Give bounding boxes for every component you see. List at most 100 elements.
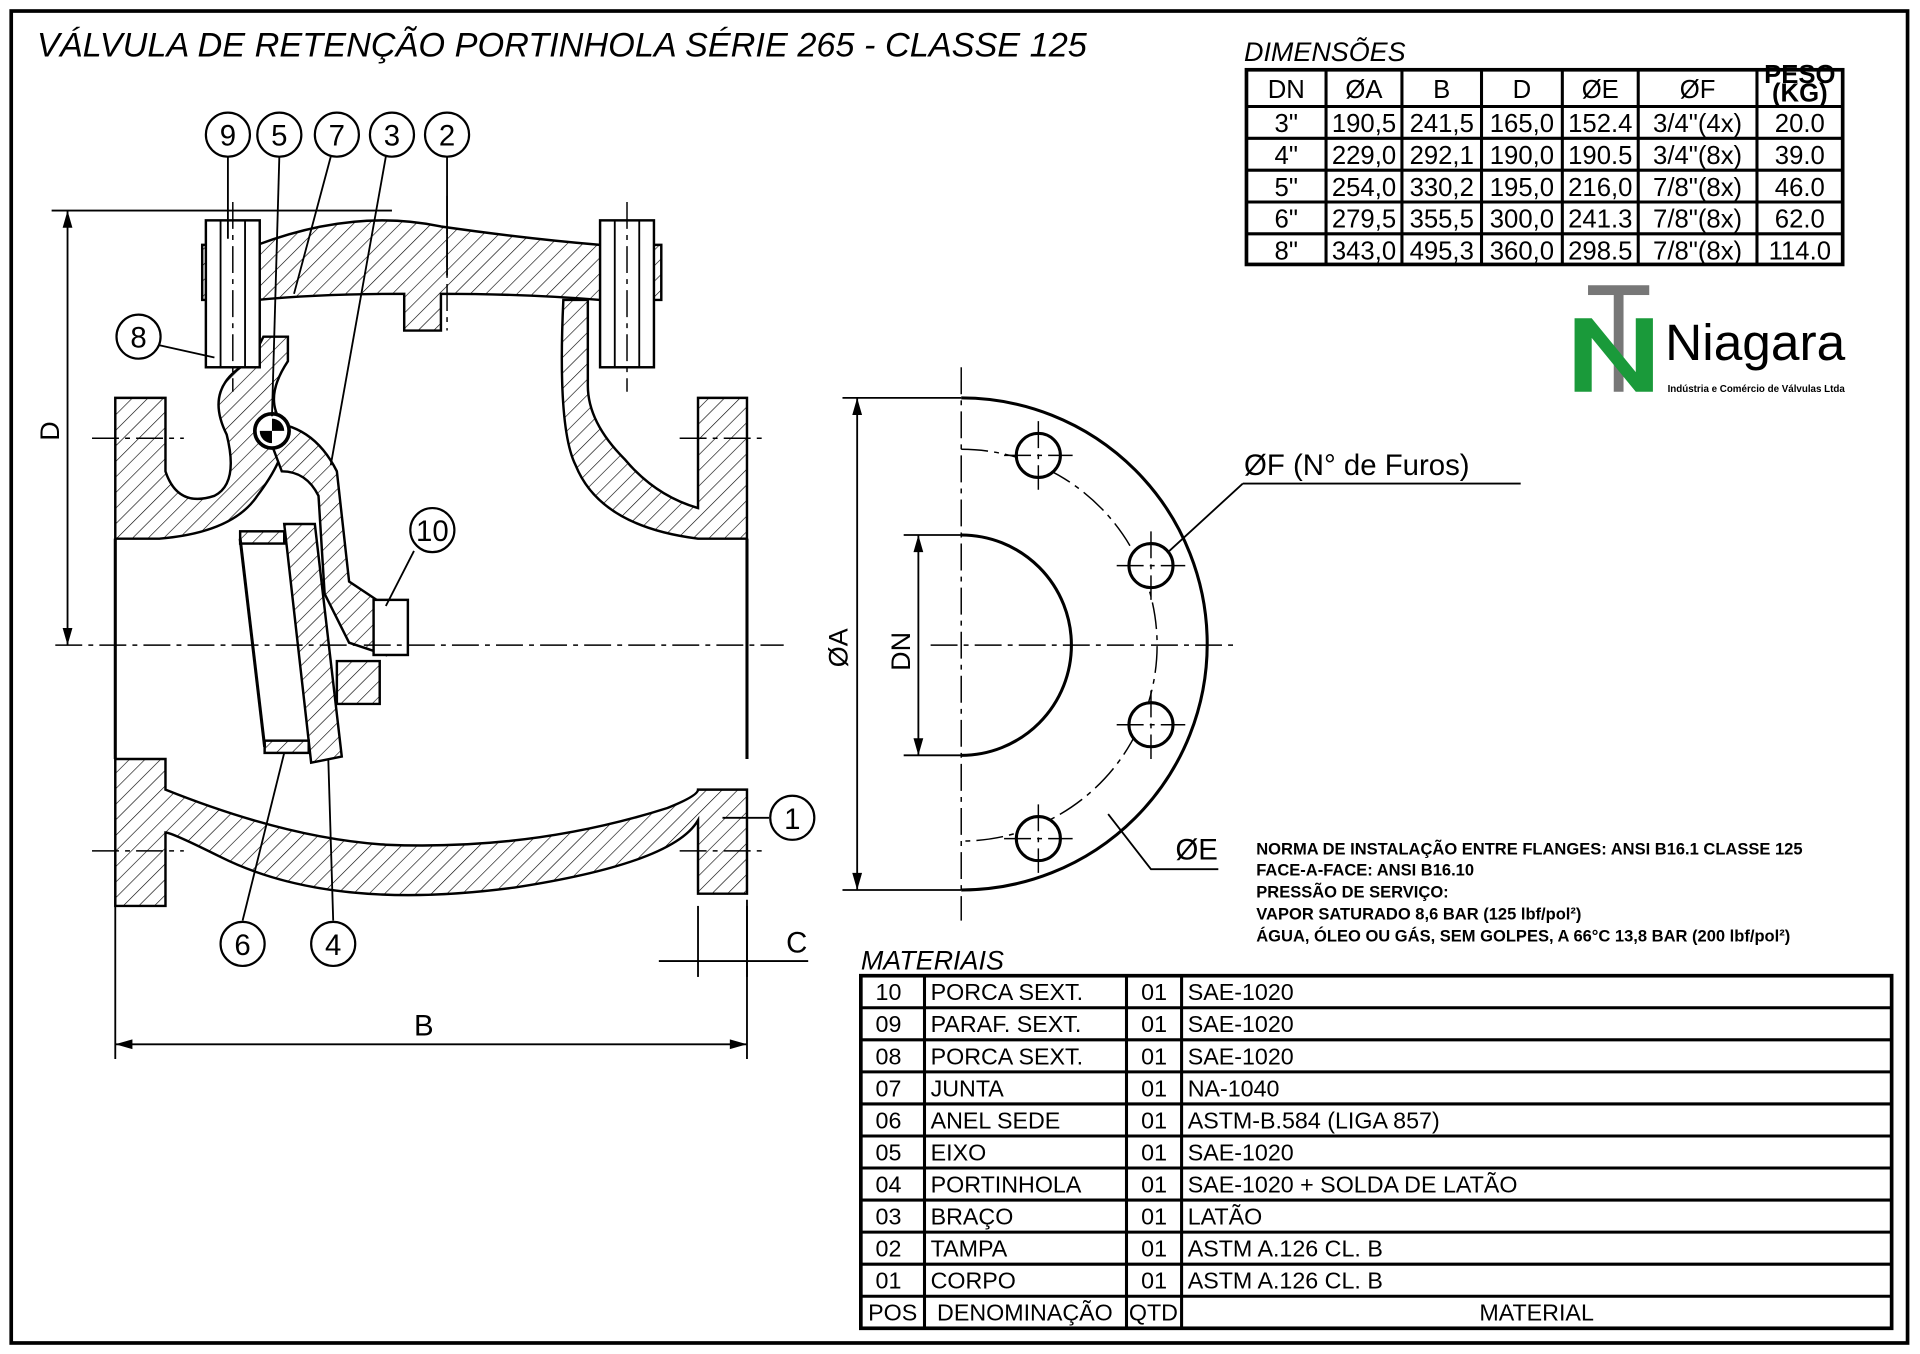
dim-header-cell: D — [1513, 76, 1532, 104]
part-number: 5 — [271, 120, 287, 153]
dim-cell: 254,0 — [1332, 174, 1396, 202]
part-balloon — [368, 111, 416, 158]
dim-cell: 7/8"(8x) — [1653, 174, 1742, 202]
dim-cell: 279,5 — [1332, 206, 1396, 234]
dim-cell: 39.0 — [1775, 142, 1825, 170]
material-spec: ASTM A.126 CL. B — [1188, 1236, 1383, 1262]
niagara-logo: Niagara Indústria e Comércio de Válvulas… — [1574, 285, 1846, 395]
dim-header-cell: ØE — [1582, 76, 1619, 104]
dim-cell: 62.0 — [1775, 206, 1825, 234]
material-pos: 07 — [876, 1075, 902, 1101]
dim-label-dn: DN — [886, 632, 916, 671]
dim-header-cell: ØA — [1345, 76, 1383, 104]
dim-cell: 298.5 — [1568, 238, 1632, 266]
part-balloon — [204, 111, 252, 158]
dim-cell: 495,3 — [1410, 238, 1474, 266]
material-qty: 01 — [1141, 1236, 1167, 1262]
dim-cell: 7/8"(8x) — [1653, 206, 1742, 234]
part-balloon — [115, 313, 162, 360]
materials-footer-cell: MATERIAL — [1479, 1300, 1594, 1326]
flange-view: ØA DN ØF (N° de Furos) ØE — [823, 367, 1521, 921]
material-name: CORPO — [931, 1268, 1016, 1294]
dim-cell: 241.3 — [1568, 206, 1632, 234]
installation-notes: NORMA DE INSTALAÇÃO ENTRE FLANGES: ANSI … — [1256, 839, 1802, 946]
dim-cell: 4" — [1275, 142, 1298, 170]
material-spec: SAE-1020 — [1188, 1043, 1294, 1069]
material-spec: SAE-1020 — [1188, 1011, 1294, 1037]
part-number: 10 — [416, 515, 449, 548]
material-spec: ASTM-B.584 (LIGA 857) — [1188, 1107, 1440, 1133]
dim-label-d: D — [35, 421, 65, 440]
material-spec: SAE-1020 — [1188, 1139, 1294, 1165]
part-balloon — [409, 506, 456, 554]
part-number: 3 — [384, 120, 400, 153]
dim-header-cell: B — [1433, 76, 1450, 104]
dim-cell: 5" — [1275, 174, 1298, 202]
material-qty: 01 — [1141, 1172, 1167, 1198]
material-name: PARAF. SEXT. — [931, 1011, 1082, 1037]
drawing-title: VÁLVULA DE RETENÇÃO PORTINHOLA SÉRIE 265… — [37, 25, 1088, 64]
material-spec: LATÃO — [1188, 1204, 1263, 1230]
material-qty: 01 — [1141, 1107, 1167, 1133]
part-balloon — [769, 794, 816, 841]
note-line: NORMA DE INSTALAÇÃO ENTRE FLANGES: ANSI … — [1256, 839, 1802, 859]
material-pos: 04 — [876, 1172, 902, 1198]
dim-header-cell: ØF — [1680, 76, 1716, 104]
part-number: 7 — [329, 120, 345, 153]
dim-label-b: B — [414, 1010, 434, 1043]
part-number: 8 — [130, 322, 146, 355]
sheet-border — [9, 9, 1910, 1345]
material-name: TAMPA — [931, 1236, 1008, 1262]
dim-label-c: C — [786, 926, 807, 959]
dim-label-e: ØE — [1175, 833, 1217, 866]
materials-footer-cell: QTD — [1129, 1300, 1178, 1326]
material-name: PORCA SEXT. — [931, 979, 1083, 1005]
material-name: PORCA SEXT. — [931, 1043, 1083, 1069]
dim-cell: 3/4"(8x) — [1653, 142, 1742, 170]
material-pos: 02 — [876, 1236, 902, 1262]
dim-cell: 190.5 — [1568, 142, 1632, 170]
part-number: 6 — [234, 929, 250, 962]
note-line: FACE-A-FACE: ANSI B16.10 — [1256, 860, 1474, 879]
part-number: 1 — [784, 803, 800, 836]
part-balloon — [423, 111, 471, 158]
part-number: 2 — [439, 120, 455, 153]
part-balloon — [219, 920, 266, 968]
dim-cell: 343,0 — [1332, 238, 1396, 266]
dim-cell: 300,0 — [1490, 206, 1554, 234]
material-name: JUNTA — [931, 1075, 1005, 1101]
dim-cell: 8" — [1275, 238, 1298, 266]
materials-footer-cell: DENOMINAÇÃO — [937, 1300, 1113, 1326]
part-number: 4 — [325, 929, 341, 962]
dim-cell: 195,0 — [1490, 174, 1554, 202]
material-pos: 06 — [876, 1107, 902, 1133]
material-qty: 01 — [1141, 1139, 1167, 1165]
dim-cell: 241,5 — [1410, 110, 1474, 138]
materials-heading: MATERIAIS — [861, 946, 1004, 976]
material-name: EIXO — [931, 1139, 987, 1165]
part-balloon — [313, 111, 361, 158]
part-number: 9 — [220, 120, 236, 153]
dim-cell: 330,2 — [1410, 174, 1474, 202]
part-balloon — [310, 920, 357, 968]
material-pos: 08 — [876, 1043, 902, 1069]
logo-tagline: Indústria e Comércio de Válvulas Ltda — [1668, 384, 1846, 395]
dim-cell: 360,0 — [1490, 238, 1554, 266]
part-balloon — [256, 111, 303, 158]
dim-cell: 355,5 — [1410, 206, 1474, 234]
material-pos: 09 — [876, 1011, 902, 1037]
dim-label-a: ØA — [823, 628, 853, 667]
material-qty: 01 — [1141, 1268, 1167, 1294]
valve-section-view: D B C 9 5 7 3 2 8 10 1 6 4 — [35, 111, 816, 1059]
dim-cell: 20.0 — [1775, 110, 1825, 138]
dim-cell: 7/8"(8x) — [1653, 238, 1742, 266]
dim-header-kg: (KG) — [1772, 80, 1828, 108]
material-qty: 01 — [1141, 1204, 1167, 1230]
material-qty: 01 — [1141, 1011, 1167, 1037]
material-spec: SAE-1020 — [1188, 979, 1294, 1005]
material-name: BRAÇO — [931, 1204, 1014, 1230]
dim-cell: 6" — [1275, 206, 1298, 234]
dim-cell: 190,0 — [1490, 142, 1554, 170]
